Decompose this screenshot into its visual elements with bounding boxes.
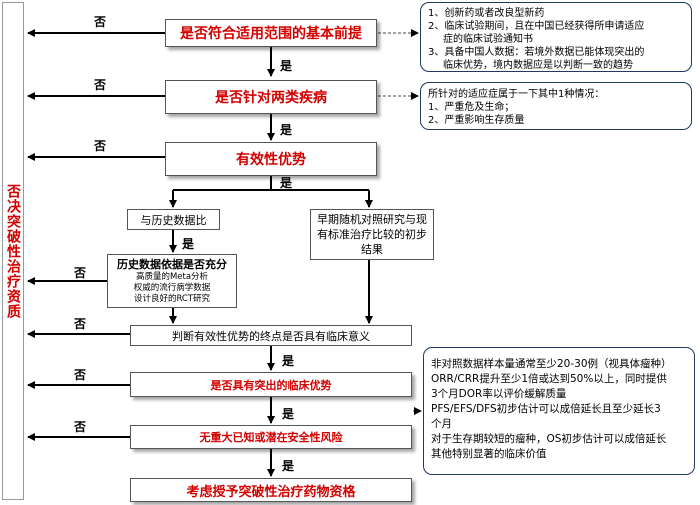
note-line: 1、创新药或者改良型新药 bbox=[428, 8, 545, 19]
step-basic-premise-text: 是否符合适用范围的基本前提 bbox=[180, 26, 362, 42]
note-line: 2、严重影响生存质量 bbox=[428, 115, 525, 126]
yes-label: 是 bbox=[280, 59, 293, 73]
note-line: PFS/EFS/DFS初步估计可以成倍延长且至少延长3 bbox=[431, 403, 661, 415]
note-line: 非对照数据样本量通常至少20-30例（视具体瘤种） bbox=[431, 358, 672, 370]
note-line: 对于生存期较短的瘤种，OS初步估计可以成倍延长 bbox=[431, 433, 667, 445]
step-early-rct-text: 早期随机对照研究与现有标准治疗比较的初步结果 bbox=[317, 213, 427, 256]
note-line: 症的临床试验通知书 bbox=[443, 34, 533, 45]
no-label: 否 bbox=[74, 317, 87, 331]
note-line: 2、临床试验期间，且在中国已经获得所申请适应 bbox=[428, 21, 645, 32]
step-two-diseases-text: 是否针对两类疾病 bbox=[215, 90, 327, 106]
no-label: 否 bbox=[74, 266, 87, 280]
step-clinical-advantage: 是否具有突出的临床优势 bbox=[130, 372, 412, 397]
step-safety-text: 无重大已知或潜在安全性风险 bbox=[199, 431, 343, 444]
step-efficacy-text: 有效性优势 bbox=[236, 152, 306, 168]
note-line: 临床优势，境内数据应是以判断一致的趋势 bbox=[443, 60, 633, 71]
step-endpoint-text: 判断有效性优势的终点是否具有临床意义 bbox=[172, 329, 370, 343]
step-sufficiency-title: 历史数据依据是否充分 bbox=[117, 257, 227, 271]
note-premise: 1、创新药或者改良型新药 2、临床试验期间，且在中国已经获得所申请适应 症的临床… bbox=[420, 2, 692, 72]
step-safety: 无重大已知或潜在安全性风险 bbox=[130, 425, 412, 449]
note-diseases: 所针对的适应症属于一下其中1种情况： 1、严重危及生命； 2、严重影响生存质量 bbox=[420, 82, 692, 130]
sufficiency-item: 设计良好的RCT研究 bbox=[133, 293, 211, 304]
step-basic-premise: 是否符合适用范围的基本前提 bbox=[165, 19, 377, 47]
yes-label: 是 bbox=[282, 354, 295, 368]
yes-label: 是 bbox=[182, 237, 195, 251]
note-line: 3个月DOR率以评价缓解质量 bbox=[431, 388, 567, 400]
no-label: 否 bbox=[94, 139, 107, 153]
step-sufficiency: 历史数据依据是否充分 高质量的Meta分析 权威的流行病学数据 设计良好的RCT… bbox=[107, 254, 237, 308]
no-label: 否 bbox=[74, 420, 87, 434]
yes-label: 是 bbox=[282, 459, 295, 473]
no-label: 否 bbox=[94, 15, 107, 29]
yes-label: 是 bbox=[280, 176, 293, 190]
yes-label: 是 bbox=[282, 407, 295, 421]
reject-label: 否决突破性治疗资质 bbox=[5, 183, 21, 319]
step-two-diseases: 是否针对两类疾病 bbox=[165, 80, 377, 114]
sufficiency-item: 高质量的Meta分析 bbox=[135, 271, 209, 282]
step-endpoint: 判断有效性优势的终点是否具有临床意义 bbox=[130, 325, 412, 346]
note-line: 个月 bbox=[431, 418, 452, 430]
step-clinical-advantage-text: 是否具有突出的临床优势 bbox=[210, 378, 332, 392]
note-line: 3、具备中国人数据：若境外数据已能体现突出的 bbox=[428, 47, 645, 58]
note-line: 其他特别显著的临床价值 bbox=[431, 448, 547, 460]
note-line: ORR/CRR提升至少1倍或达到50%以上，同时提供 bbox=[431, 373, 667, 385]
no-label: 否 bbox=[74, 368, 87, 382]
step-grant: 考虑授予突破性治疗药物资格 bbox=[130, 478, 412, 502]
sufficiency-item: 权威的流行病学数据 bbox=[133, 282, 211, 293]
step-efficacy: 有效性优势 bbox=[165, 142, 377, 176]
note-line: 1、严重危及生命； bbox=[428, 102, 515, 113]
note-criteria: 非对照数据样本量通常至少20-30例（视具体瘤种） ORR/CRR提升至少1倍或… bbox=[423, 347, 695, 475]
note-line: 所针对的适应症属于一下其中1种情况： bbox=[428, 89, 605, 100]
step-early-rct: 早期随机对照研究与现有标准治疗比较的初步结果 bbox=[310, 209, 434, 260]
yes-label: 是 bbox=[280, 123, 293, 137]
no-label: 否 bbox=[94, 78, 107, 92]
step-historical-text: 与历史数据比 bbox=[140, 213, 207, 227]
step-historical: 与历史数据比 bbox=[127, 209, 220, 230]
step-grant-text: 考虑授予突破性治疗药物资格 bbox=[186, 484, 356, 500]
reject-sidebar: 否决突破性治疗资质 bbox=[2, 2, 24, 500]
